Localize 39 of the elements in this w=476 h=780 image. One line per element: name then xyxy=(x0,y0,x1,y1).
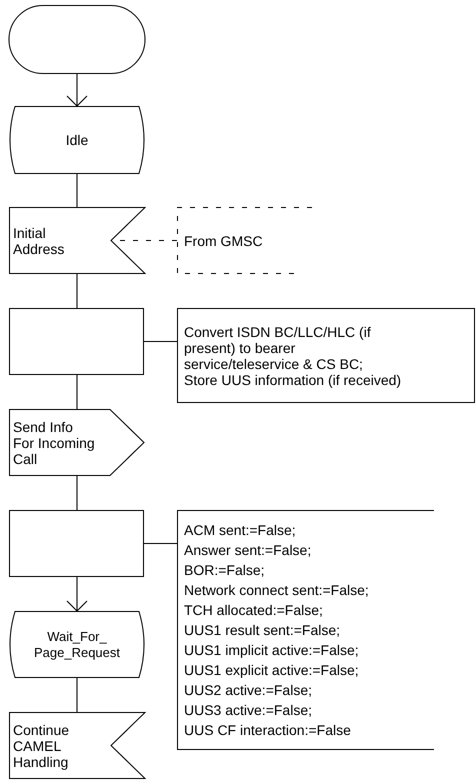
comment-text: UUS CF interaction:=False xyxy=(184,721,351,740)
state-symbol xyxy=(9,106,145,174)
signal-label: Send Info For Incoming Call xyxy=(13,418,96,466)
comment-text: Store UUS information (if received) xyxy=(184,372,402,388)
flow-arrow xyxy=(66,576,88,612)
comment-text: Network connect sent:=False; xyxy=(184,581,369,600)
connector-line xyxy=(76,678,78,712)
signal-label: Continue CAMEL Handling xyxy=(13,722,70,770)
comment-text: Answer sent:=False; xyxy=(184,541,312,560)
connector-line xyxy=(76,174,78,208)
comment-text: UUS1 result sent:=False; xyxy=(184,621,340,640)
task-box xyxy=(9,510,144,577)
comment-box xyxy=(177,308,475,403)
state-symbol xyxy=(9,611,145,678)
start-terminator xyxy=(9,5,145,74)
comment-text: From GMSC xyxy=(184,232,263,248)
comment-bracket xyxy=(177,510,434,750)
state-label: Wait_For_Page_Request xyxy=(32,628,121,660)
flow-arrow xyxy=(66,74,88,106)
comment-text: Convert ISDN BC/LLC/HLC (if present) to bearer service/teleservice & CS BC; xyxy=(184,324,372,372)
connector-line xyxy=(76,274,78,308)
comment-text: BOR:=False; xyxy=(184,561,265,580)
input-signal-symbol xyxy=(9,712,145,779)
connector-line xyxy=(144,341,178,342)
comment-text: ACM sent:=False; xyxy=(184,521,296,540)
task-box xyxy=(9,308,144,375)
comment-text: TCH allocated:=False; xyxy=(184,601,323,620)
comment-bracket xyxy=(177,207,312,274)
connector-line xyxy=(76,476,78,510)
input-signal-symbol xyxy=(9,207,145,274)
signal-label: Initial Address xyxy=(13,224,66,256)
state-label: Idle xyxy=(66,132,88,148)
comment-text: UUS3 active:=False; xyxy=(184,701,312,720)
connector-line xyxy=(144,543,178,544)
comment-text: UUS1 explicit active:=False; xyxy=(184,661,359,680)
connector-line xyxy=(76,374,78,410)
comment-text: UUS2 active:=False; xyxy=(184,681,312,700)
comment-text: UUS1 implicit active:=False; xyxy=(184,641,359,660)
output-signal-symbol xyxy=(9,409,144,476)
